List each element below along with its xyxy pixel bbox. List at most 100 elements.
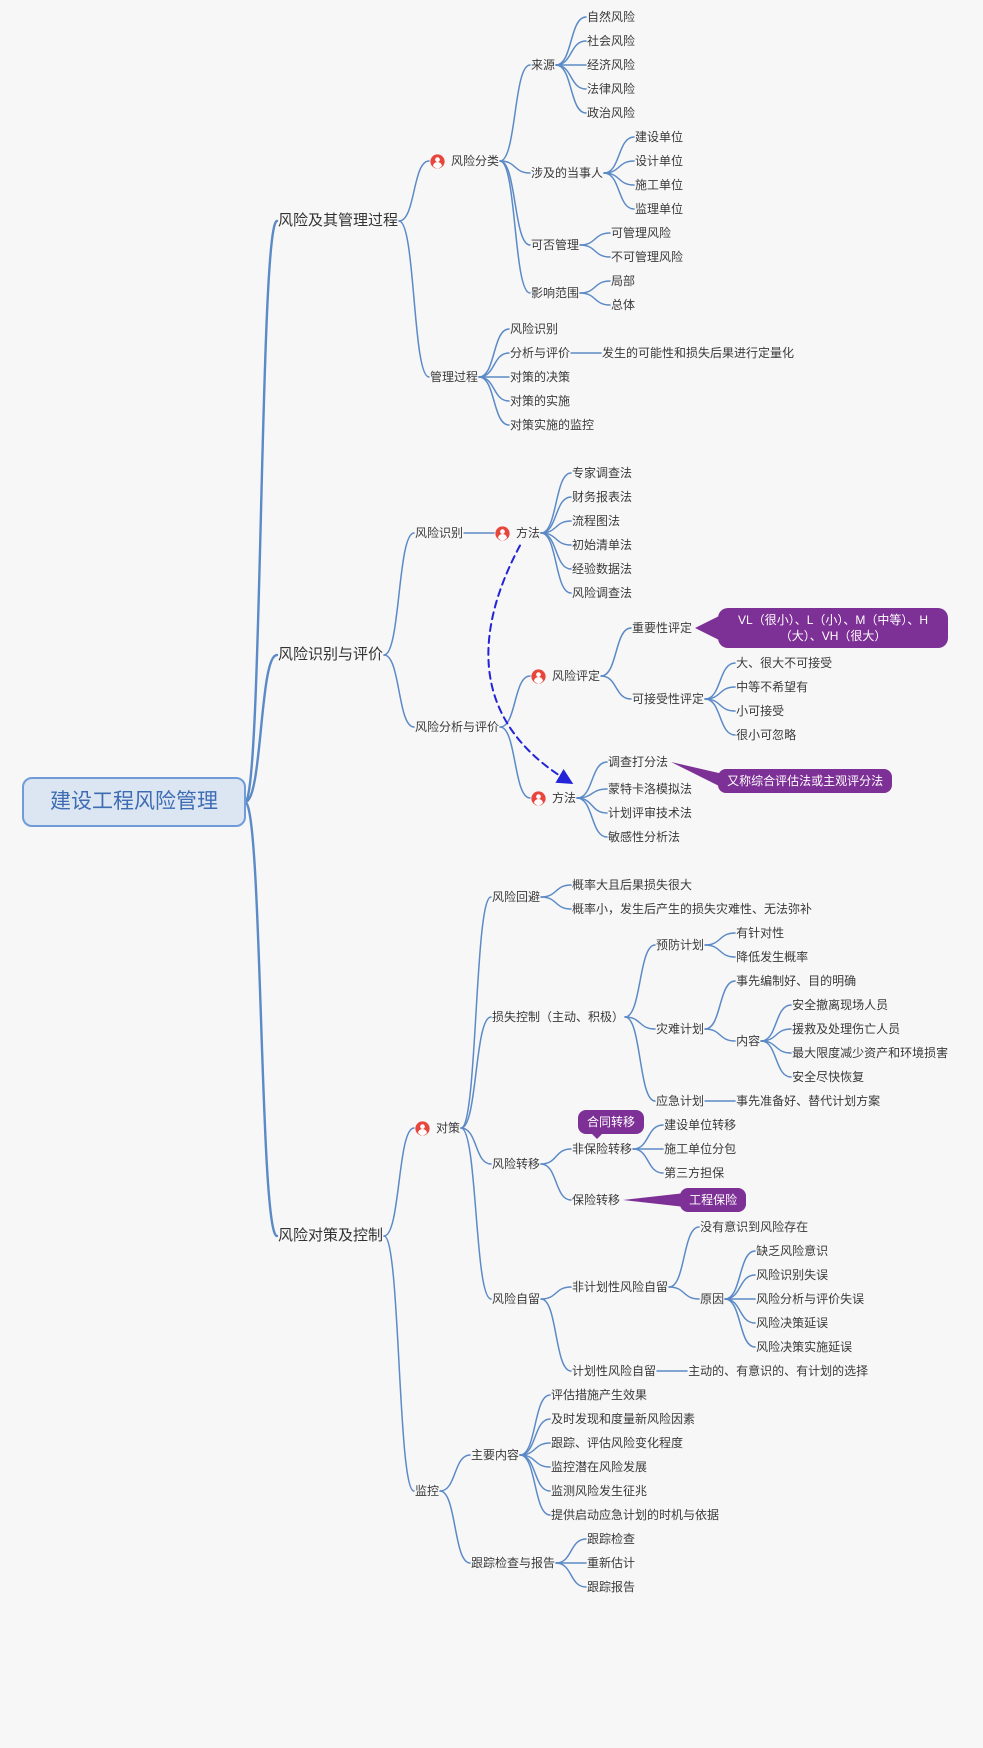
- mindmap-node[interactable]: 评估措施产生效果: [549, 1386, 649, 1404]
- mindmap-node[interactable]: 没有意识到风险存在: [698, 1218, 810, 1236]
- mindmap-node[interactable]: 不可管理风险: [609, 248, 685, 266]
- mindmap-node[interactable]: 总体: [609, 296, 637, 314]
- mindmap-node[interactable]: 第三方担保: [662, 1164, 726, 1182]
- mindmap-node[interactable]: 风险分析与评价: [413, 718, 501, 736]
- mindmap-node[interactable]: 很小可忽略: [734, 726, 798, 744]
- mindmap-node[interactable]: 敏感性分析法: [606, 828, 682, 846]
- mindmap-node[interactable]: 概率小，发生后产生的损失灾难性、无法弥补: [570, 900, 814, 918]
- mindmap-node[interactable]: 分析与评价: [508, 344, 572, 362]
- mindmap-node[interactable]: 对策实施的监控: [508, 416, 596, 434]
- mindmap-node[interactable]: 风险调查法: [570, 584, 634, 602]
- mindmap-node[interactable]: 政治风险: [585, 104, 637, 122]
- mindmap-node[interactable]: 蒙特卡洛模拟法: [606, 780, 694, 798]
- identify-method-node[interactable]: 方法: [493, 524, 542, 543]
- mindmap-node[interactable]: 降低发生概率: [734, 948, 810, 966]
- mindmap-node[interactable]: 设计单位: [633, 152, 685, 170]
- mindmap-node[interactable]: 及时发现和度量新风险因素: [549, 1410, 697, 1428]
- mindmap-node[interactable]: 跟踪报告: [585, 1578, 637, 1596]
- mindmap-node[interactable]: 监控: [413, 1482, 441, 1500]
- mindmap-node[interactable]: 跟踪检查与报告: [469, 1554, 557, 1572]
- mindmap-node[interactable]: 专家调查法: [570, 464, 634, 482]
- mindmap-node[interactable]: 大、很大不可接受: [734, 654, 834, 672]
- mindmap-node[interactable]: 计划性风险自留: [570, 1362, 658, 1380]
- engineering-insurance-callout[interactable]: 工程保险: [680, 1188, 747, 1212]
- mindmap-node[interactable]: 原因: [698, 1290, 726, 1308]
- mindmap-node[interactable]: 预防计划: [654, 936, 706, 954]
- mindmap-node[interactable]: 法律风险: [585, 80, 637, 98]
- mindmap-node[interactable]: 风险评定: [529, 667, 602, 686]
- mindmap-node[interactable]: 风险决策延误: [754, 1314, 830, 1332]
- mindmap-node[interactable]: 建设单位转移: [662, 1116, 738, 1134]
- mindmap-node[interactable]: 计划评审技术法: [606, 804, 694, 822]
- mindmap-node[interactable]: 风险识别: [413, 524, 465, 542]
- mindmap-node[interactable]: 重新估计: [585, 1554, 637, 1572]
- mindmap-node[interactable]: 监控潜在风险发展: [549, 1458, 649, 1476]
- mindmap-node[interactable]: 可接受性评定: [630, 690, 706, 708]
- mindmap-node[interactable]: 风险识别: [508, 320, 560, 338]
- contract-transfer-callout[interactable]: 合同转移: [578, 1110, 645, 1139]
- mindmap-node[interactable]: 对策的实施: [508, 392, 572, 410]
- mindmap-node[interactable]: 风险决策实施延误: [754, 1338, 854, 1356]
- mindmap-node[interactable]: 调查打分法: [606, 753, 670, 771]
- mindmap-node[interactable]: 非计划性风险自留: [570, 1278, 670, 1296]
- survey-scoring-callout[interactable]: 又称综合评估法或主观评分法: [718, 769, 893, 793]
- mindmap-node[interactable]: 保险转移: [570, 1191, 622, 1209]
- mindmap-node[interactable]: 可管理风险: [609, 224, 673, 242]
- mindmap-node[interactable]: 经济风险: [585, 56, 637, 74]
- mindmap-node[interactable]: 主要内容: [469, 1446, 521, 1464]
- mindmap-node[interactable]: 中等不希望有: [734, 678, 810, 696]
- mindmap-node[interactable]: 风险分析与评价失误: [754, 1290, 866, 1308]
- branch-risk-and-process[interactable]: 风险及其管理过程: [276, 209, 400, 233]
- mindmap-node[interactable]: 最大限度减少资产和环境损害: [790, 1044, 950, 1062]
- mindmap-node[interactable]: 财务报表法: [570, 488, 634, 506]
- mindmap-node[interactable]: 有针对性: [734, 924, 786, 942]
- mindmap-node[interactable]: 自然风险: [585, 8, 637, 26]
- mindmap-node[interactable]: 对策的决策: [508, 368, 572, 386]
- mindmap-node[interactable]: 跟踪检查: [585, 1530, 637, 1548]
- mindmap-node[interactable]: 管理过程: [428, 368, 480, 386]
- mindmap-node[interactable]: 风险转移: [490, 1155, 542, 1173]
- mindmap-node[interactable]: 建设单位: [633, 128, 685, 146]
- mindmap-node[interactable]: 来源: [529, 56, 557, 74]
- mindmap-node[interactable]: 发生的可能性和损失后果进行定量化: [600, 344, 796, 362]
- mindmap-node[interactable]: 内容: [734, 1032, 762, 1050]
- mindmap-node[interactable]: 援救及处理伤亡人员: [790, 1020, 902, 1038]
- evaluation-method-node[interactable]: 方法: [529, 789, 578, 808]
- mindmap-node[interactable]: 风险回避: [490, 888, 542, 906]
- mindmap-node[interactable]: 风险识别失误: [754, 1266, 830, 1284]
- mindmap-node[interactable]: 风险分类: [428, 152, 501, 171]
- mindmap-node[interactable]: 初始清单法: [570, 536, 634, 554]
- mindmap-node[interactable]: 灾难计划: [654, 1020, 706, 1038]
- mindmap-node[interactable]: 小可接受: [734, 702, 786, 720]
- mindmap-node[interactable]: 风险自留: [490, 1290, 542, 1308]
- mindmap-node[interactable]: 施工单位分包: [662, 1140, 738, 1158]
- mindmap-node[interactable]: 提供启动应急计划的时机与依据: [549, 1506, 721, 1524]
- branch-countermeasures-control[interactable]: 风险对策及控制: [276, 1224, 385, 1248]
- mindmap-node[interactable]: 局部: [609, 272, 637, 290]
- mindmap-node[interactable]: 非保险转移: [570, 1140, 634, 1158]
- mindmap-node[interactable]: 应急计划: [654, 1092, 706, 1110]
- mindmap-node[interactable]: 涉及的当事人: [529, 164, 605, 182]
- mindmap-node[interactable]: 可否管理: [529, 236, 581, 254]
- mindmap-node[interactable]: 对策: [413, 1119, 462, 1138]
- mindmap-node[interactable]: 跟踪、评估风险变化程度: [549, 1434, 685, 1452]
- mindmap-node[interactable]: 施工单位: [633, 176, 685, 194]
- mindmap-node[interactable]: 损失控制（主动、积极）: [490, 1008, 626, 1026]
- mindmap-node[interactable]: 影响范围: [529, 284, 581, 302]
- branch-identification-evaluation[interactable]: 风险识别与评价: [276, 643, 385, 667]
- mindmap-node[interactable]: 事先准备好、替代计划方案: [734, 1092, 882, 1110]
- importance-rating-callout[interactable]: VL（很小）、L（小）、M（中等）、H（大）、VH（很大）: [718, 608, 949, 648]
- mindmap-node[interactable]: 概率大且后果损失很大: [570, 876, 694, 894]
- root-node[interactable]: 建设工程风险管理: [22, 777, 246, 827]
- mindmap-node[interactable]: 社会风险: [585, 32, 637, 50]
- mindmap-node[interactable]: 监测风险发生征兆: [549, 1482, 649, 1500]
- mindmap-node[interactable]: 流程图法: [570, 512, 622, 530]
- mindmap-node[interactable]: 重要性评定: [630, 619, 694, 637]
- mindmap-node[interactable]: 经验数据法: [570, 560, 634, 578]
- mindmap-node[interactable]: 安全撤离现场人员: [790, 996, 890, 1014]
- mindmap-node[interactable]: 主动的、有意识的、有计划的选择: [686, 1362, 870, 1380]
- mindmap-node[interactable]: 安全尽快恢复: [790, 1068, 866, 1086]
- mindmap-node[interactable]: 缺乏风险意识: [754, 1242, 830, 1260]
- mindmap-node[interactable]: 事先编制好、目的明确: [734, 972, 858, 990]
- mindmap-node[interactable]: 监理单位: [633, 200, 685, 218]
